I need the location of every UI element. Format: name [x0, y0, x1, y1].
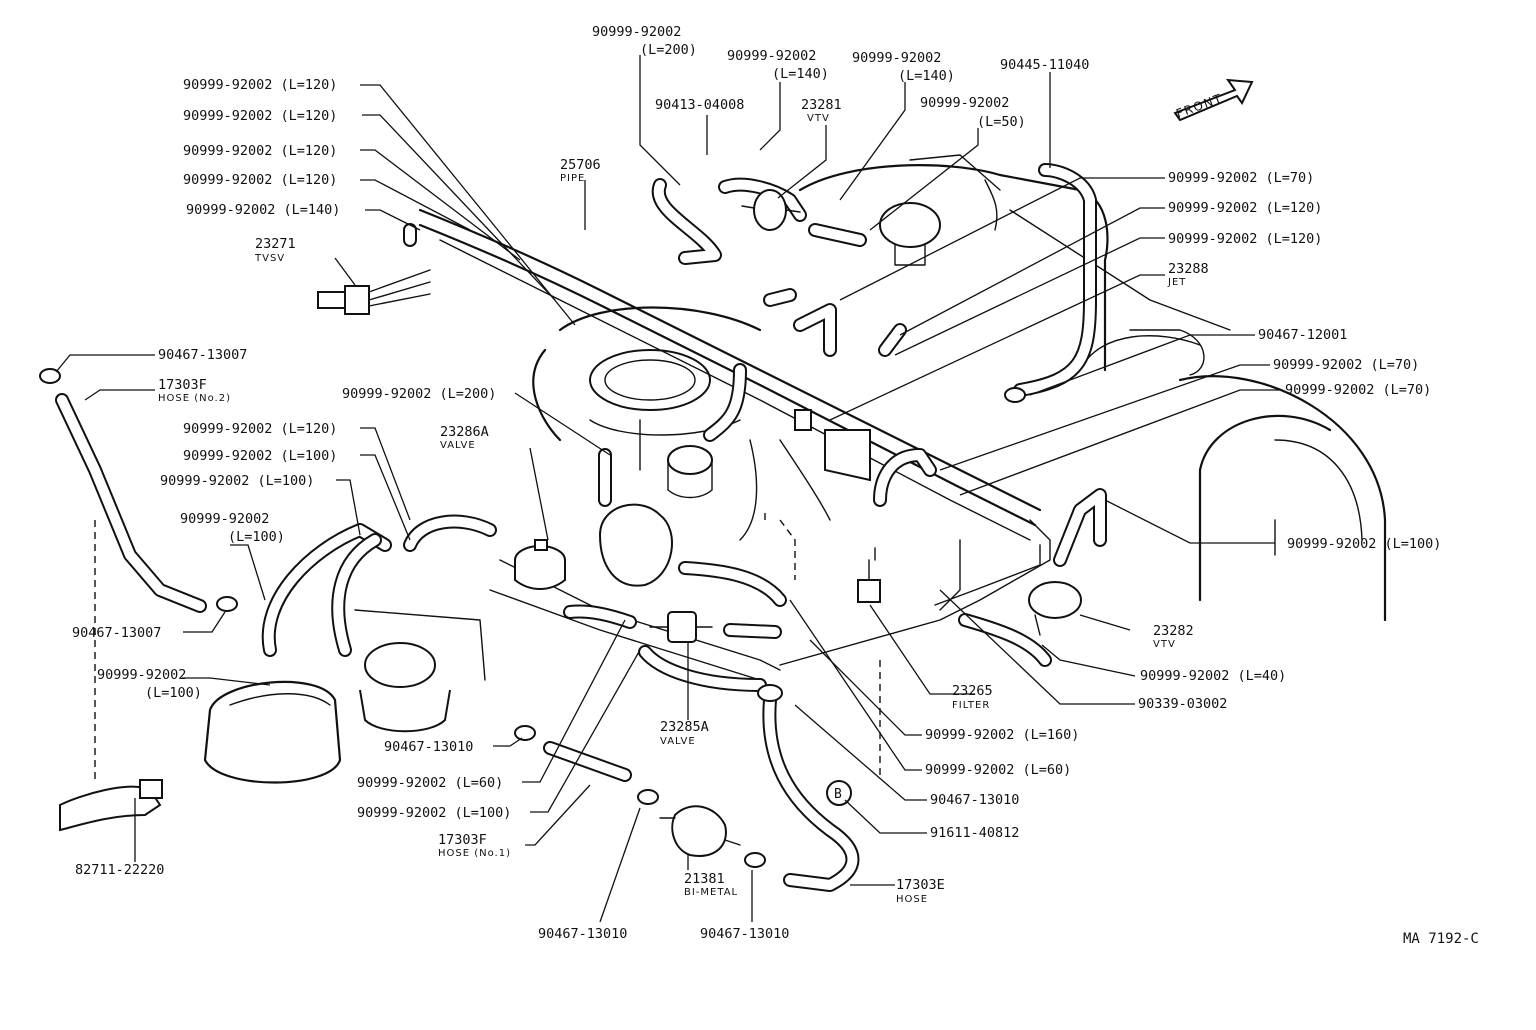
label-90999-92002-l70-b: 90999-92002 (L=70) — [1285, 382, 1431, 398]
label-90413-04008: 90413-04008 — [655, 97, 744, 113]
label-90999-92002-l100-a: 90999-92002 (L=100) — [183, 448, 337, 464]
label-90467-13007-mid: 90467-13007 — [72, 625, 161, 641]
label-90999-92002-l60-left: 90999-92002 (L=60) — [357, 775, 503, 791]
label-90999-92002-l60-right: 90999-92002 (L=60) — [925, 762, 1071, 778]
label-90999-92002-l50-sub: (L=50) — [977, 114, 1026, 130]
label-90999-92002-l100-c-sub: (L=100) — [228, 529, 285, 545]
vacuum-pipe-bundle — [418, 208, 1051, 681]
label-90999-92002-l70-right: 90999-92002 (L=70) — [1168, 170, 1314, 186]
label-90467-12001: 90467-12001 — [1258, 327, 1347, 343]
label-90999-92002-l120-right-1: 90999-92002 (L=120) — [1168, 200, 1322, 216]
label-23265-sub: FILTER — [952, 700, 990, 711]
fan-shroud — [1079, 335, 1387, 622]
part-labels: 90999-92002 (L=200) 90999-92002 (L=140) … — [72, 24, 1479, 947]
label-17303f-no2-sub: HOSE (No.2) — [158, 393, 231, 404]
engine-drawing — [39, 154, 1387, 892]
label-17303f-no1-sub: HOSE (No.1) — [438, 848, 511, 859]
intake-manifold — [798, 154, 1231, 376]
label-23288: 23288 — [1168, 261, 1209, 277]
label-21381: 21381 — [684, 871, 725, 887]
label-23286a-sub: VALVE — [440, 440, 476, 451]
valves — [59, 189, 1082, 857]
label-17303e-sub: HOSE — [896, 894, 928, 905]
label-23286a: 23286A — [440, 424, 489, 440]
label-23281: 23281 — [801, 97, 842, 113]
label-90999-92002-l100-d: 90999-92002 — [97, 667, 186, 683]
label-90999-92002-l200-top-sub: (L=200) — [640, 42, 697, 58]
carburetor — [532, 306, 831, 541]
label-90999-92002-l120-3: 90999-92002 (L=120) — [183, 143, 337, 159]
label-90999-92002-l200-top: 90999-92002 — [592, 24, 681, 40]
label-90339-03002: 90339-03002 — [1138, 696, 1227, 712]
label-17303f-no2: 17303F — [158, 377, 207, 393]
label-90999-92002-l160: 90999-92002 (L=160) — [925, 727, 1079, 743]
label-90467-13007-top: 90467-13007 — [158, 347, 247, 363]
label-23282-sub: VTV — [1153, 639, 1176, 650]
label-90999-92002-l140-left: 90999-92002 (L=140) — [186, 202, 340, 218]
label-23288-sub: JET — [1167, 277, 1186, 288]
front-label: FRONT — [1174, 91, 1224, 121]
label-90999-92002-l120-2: 90999-92002 (L=120) — [183, 108, 337, 124]
label-90999-92002-l200-mid: 90999-92002 (L=200) — [342, 386, 496, 402]
label-91611-40812: 91611-40812 — [930, 825, 1019, 841]
label-90999-92002-l140-b: 90999-92002 — [852, 50, 941, 66]
label-23265: 23265 — [952, 683, 993, 699]
label-90999-92002-l40: 90999-92002 (L=40) — [1140, 668, 1286, 684]
label-90999-92002-l100-b: 90999-92002 (L=100) — [160, 473, 314, 489]
label-90999-92002-l70-a: 90999-92002 (L=70) — [1273, 357, 1419, 373]
label-90999-92002-l120-4: 90999-92002 (L=120) — [183, 172, 337, 188]
dashed-references — [94, 510, 881, 780]
label-23271: 23271 — [255, 236, 296, 252]
label-23271-sub: TVSV — [254, 253, 285, 264]
hoses — [55, 163, 1107, 892]
leader-lines — [55, 55, 1280, 923]
label-90445-11040: 90445-11040 — [1000, 57, 1089, 73]
label-23282: 23282 — [1153, 623, 1194, 639]
label-90999-92002-l140-a: 90999-92002 — [727, 48, 816, 64]
label-82711-22220: 82711-22220 — [75, 862, 164, 878]
label-90999-92002-l100-right: 90999-92002 (L=100) — [1287, 536, 1441, 552]
clamps — [39, 368, 1026, 868]
label-23285a: 23285A — [660, 719, 709, 735]
label-90999-92002-l140-b-sub: (L=140) — [898, 68, 955, 84]
front-arrow: FRONT — [1173, 78, 1254, 122]
label-90999-92002-l140-a-sub: (L=140) — [772, 66, 829, 82]
label-90999-92002-l100-d-sub: (L=100) — [145, 685, 202, 701]
canister — [203, 609, 486, 784]
label-90999-92002-l120-mid: 90999-92002 (L=120) — [183, 421, 337, 437]
label-25706: 25706 — [560, 157, 601, 173]
label-23285a-sub: VALVE — [660, 736, 696, 747]
label-90999-92002-l50: 90999-92002 — [920, 95, 1009, 111]
label-90999-92002-l120-right-2: 90999-92002 (L=120) — [1168, 231, 1322, 247]
marker-b-label: B — [834, 787, 842, 802]
label-17303f-no1: 17303F — [438, 832, 487, 848]
label-21381-sub: BI-METAL — [684, 887, 738, 898]
label-90467-13010-a: 90467-13010 — [384, 739, 473, 755]
label-90467-13010-b: 90467-13010 — [930, 792, 1019, 808]
label-25706-sub: PIPE — [560, 173, 585, 184]
label-90467-13010-d: 90467-13010 — [700, 926, 789, 942]
label-90999-92002-l120-1: 90999-92002 (L=120) — [183, 77, 337, 93]
label-90467-13010-c: 90467-13010 — [538, 926, 627, 942]
drawing-reference: MA 7192-C — [1403, 931, 1479, 947]
label-90999-92002-l100-bottom: 90999-92002 (L=100) — [357, 805, 511, 821]
label-17303e: 17303E — [896, 877, 945, 893]
label-90999-92002-l100-c: 90999-92002 — [180, 511, 269, 527]
label-23281-sub: VTV — [807, 113, 830, 124]
